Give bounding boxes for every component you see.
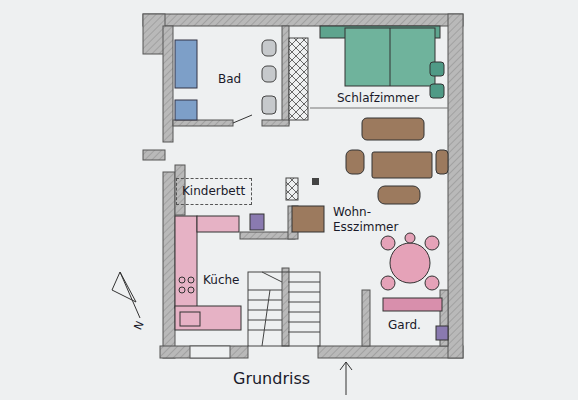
- bed: [345, 28, 435, 86]
- living-furniture: [346, 118, 448, 204]
- partition: [310, 108, 448, 109]
- stove: [292, 206, 324, 232]
- walls: [143, 14, 463, 358]
- wardrobe: [289, 38, 308, 120]
- plan-title: Grundriss: [233, 371, 310, 386]
- bench: [383, 298, 442, 311]
- shower: [175, 100, 197, 120]
- room-label: Gard.: [388, 318, 421, 333]
- room-label: Küche: [203, 273, 239, 288]
- room-label: N: [131, 319, 148, 333]
- room-label: Schlafzimmer: [337, 91, 419, 106]
- crib-area: Kinderbett: [176, 178, 252, 205]
- sanitary: [262, 40, 276, 114]
- bed-chairs: [430, 62, 444, 98]
- dining: [381, 233, 439, 290]
- bed-divider: [390, 28, 391, 86]
- fridge: [250, 214, 264, 230]
- cabinet: [436, 326, 448, 340]
- window: [190, 346, 230, 358]
- bathtub: [175, 40, 197, 88]
- chimney: [312, 178, 319, 185]
- wardrobe-hatch: [289, 38, 308, 120]
- north-arrow: [112, 272, 140, 318]
- room-label: Wohn- Esszimmer: [333, 205, 405, 235]
- stairs: [248, 272, 320, 346]
- entry-arrow: [340, 362, 352, 395]
- door: [233, 115, 252, 123]
- hob: [179, 277, 200, 326]
- room-label: Bad: [218, 72, 241, 87]
- cabinet: [286, 178, 298, 200]
- room-label: Kinderbett: [182, 184, 246, 199]
- kitchen-counter: [175, 216, 241, 330]
